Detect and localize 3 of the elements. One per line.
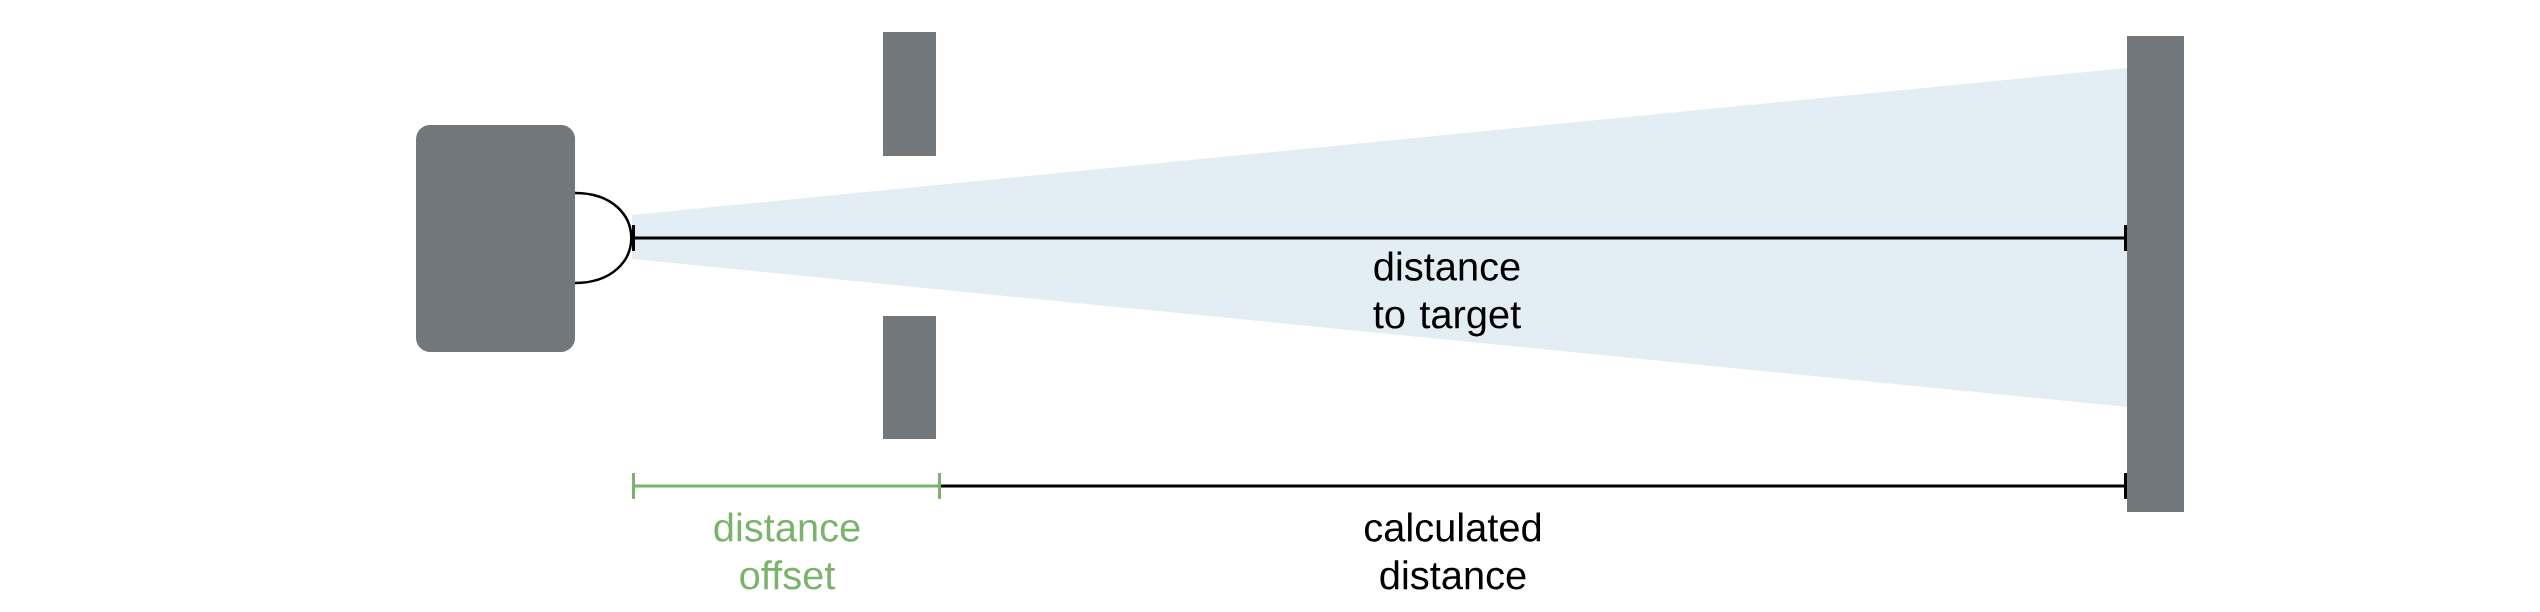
dimension-label: calculated distance — [1365, 512, 1541, 590]
dimension-label: distance to target — [1373, 251, 1521, 337]
dimension-label: distance offset — [714, 512, 860, 590]
